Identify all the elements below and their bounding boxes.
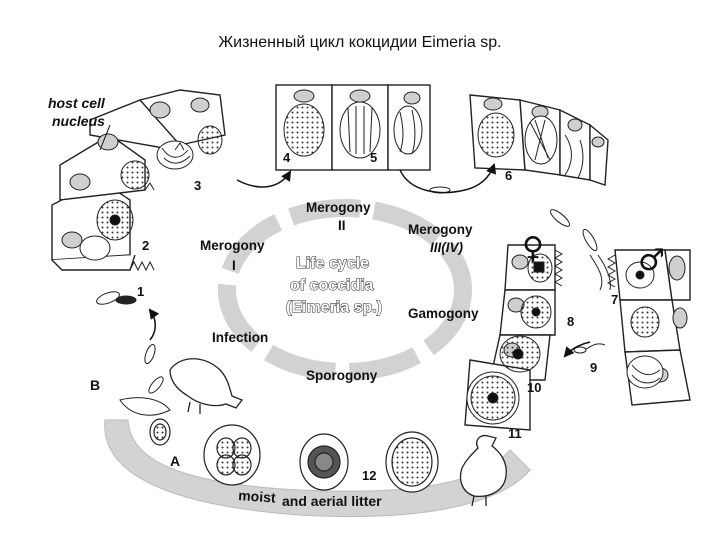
stage-8: 8: [567, 314, 574, 329]
host-nucleus-pointer: [99, 124, 111, 151]
top-right-nuclei: [483, 97, 605, 148]
label-nucleus: nucleus: [52, 113, 105, 129]
left-cell-nuclei: [61, 97, 210, 249]
top-middle-meronts: [283, 101, 423, 159]
band-text-moist: moist: [238, 487, 277, 506]
center-line-3: (Eimeria sp.): [286, 299, 382, 316]
stage-12: 12: [362, 468, 376, 483]
stage-7: 7: [611, 292, 618, 307]
phase-gamogony: Gamogony: [408, 306, 479, 321]
center-line-2: of coccidia: [290, 277, 374, 294]
right-gamonts: [466, 253, 664, 425]
phase-merogony-3-num: III(IV): [430, 240, 464, 255]
phase-merogony-1: Merogony: [200, 238, 265, 253]
left-microvilli: [129, 142, 185, 272]
stage-2: 2: [142, 238, 149, 253]
left-meronts: [79, 125, 223, 261]
stage-9: 9: [590, 360, 597, 375]
chicken-left: [169, 358, 244, 414]
diagram-title: Жизненный цикл кокцидии Eimeria sp.: [218, 34, 502, 51]
phase-sporogony: Sporogony: [306, 368, 378, 383]
top-middle-nuclei: [293, 89, 421, 105]
center-line-1: Life cycle: [296, 255, 369, 272]
label-host-cell: host cell: [48, 95, 106, 111]
stage-3: 3: [194, 178, 201, 193]
chicken-right: [459, 434, 507, 507]
top-right-meronts: [477, 112, 584, 179]
stage-11: 11: [508, 426, 522, 441]
male-symbol: ♂: [638, 243, 665, 278]
phase-merogony-2-num: II: [338, 218, 346, 233]
outer-band: [104, 419, 531, 518]
phase-merogony-2: Merogony: [306, 200, 371, 215]
phase-merogony-3: Merogony: [408, 222, 473, 237]
stage-4: 4: [283, 150, 291, 165]
band-text-litter: and aerial litter: [282, 493, 382, 509]
label-A: A: [170, 453, 180, 469]
stage-5: 5: [370, 150, 377, 165]
stage-6: 6: [505, 168, 512, 183]
free-stages: [96, 186, 611, 416]
phase-infection: Infection: [212, 330, 268, 345]
center-ring: [218, 199, 472, 381]
cycle-arrows: [148, 163, 591, 358]
label-B: B: [90, 377, 100, 393]
oocysts: [149, 418, 439, 493]
female-symbol: ♀: [522, 231, 544, 266]
phase-merogony-1-num: I: [232, 258, 236, 273]
stage-10: 10: [527, 380, 541, 395]
stage-1: 1: [137, 284, 144, 299]
